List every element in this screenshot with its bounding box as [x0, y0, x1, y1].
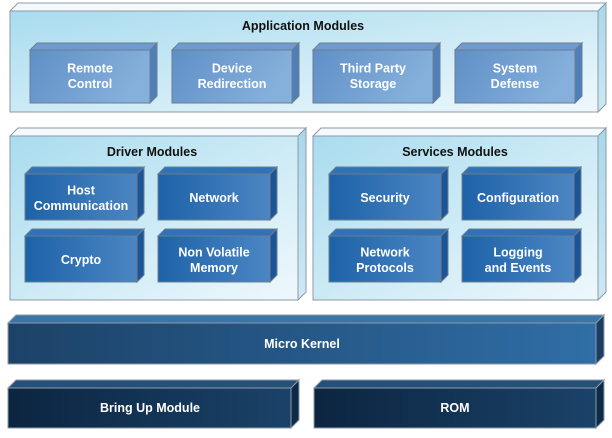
- app-module-3-top-face: [453, 42, 584, 51]
- driver-module-1-top-face: [156, 166, 279, 175]
- services-module-label: Logging: [493, 245, 542, 259]
- app-module-label: System: [493, 61, 537, 75]
- services-module-label: Protocols: [356, 261, 414, 275]
- services-modules-container-side-face: [597, 126, 607, 302]
- driver-module-0-side-face: [136, 165, 145, 222]
- services-module-label: Security: [360, 191, 409, 205]
- services-module-3-top-face: [460, 228, 583, 237]
- application-modules-container-side-face: [597, 1, 607, 114]
- driver-module-1-side-face: [269, 165, 278, 222]
- driver-module-label: Host: [67, 183, 96, 197]
- application-modules-title: Application Modules: [242, 19, 364, 33]
- driver-module-label: Non Volatile: [178, 245, 249, 259]
- bring-up-module-label: Bring Up Module: [100, 401, 200, 415]
- app-module-label: Control: [68, 77, 112, 91]
- driver-module-3-side-face: [269, 227, 278, 284]
- app-module-2-front-face: [312, 49, 434, 104]
- driver-modules-container-side-face: [297, 126, 307, 302]
- app-module-label: Redirection: [198, 77, 267, 91]
- services-module-0-front-face: [328, 173, 442, 221]
- micro-kernel-layer-top-face: [6, 314, 606, 324]
- services-module-label: Configuration: [477, 191, 559, 205]
- app-module-label: Defense: [491, 77, 540, 91]
- driver-modules-title: Driver Modules: [107, 145, 197, 159]
- services-modules-title: Services Modules: [402, 145, 508, 159]
- services-module-2-front-face: [328, 235, 442, 283]
- driver-modules-container-top-face: [8, 127, 308, 137]
- driver-module-0-top-face: [23, 166, 146, 175]
- driver-module-label: Network: [189, 191, 238, 205]
- services-module-0-top-face: [327, 166, 450, 175]
- driver-module-3-front-face: [157, 235, 271, 283]
- services-module-1-side-face: [573, 165, 582, 222]
- app-module-3-front-face: [454, 49, 576, 104]
- driver-module-label: Crypto: [61, 253, 102, 267]
- app-module-0-top-face: [28, 42, 159, 51]
- rom-layer-top-face: [312, 379, 606, 389]
- micro-kernel-label: Micro Kernel: [264, 337, 340, 351]
- driver-module-2-top-face: [23, 228, 146, 237]
- app-module-1-front-face: [171, 49, 293, 104]
- services-module-1-front-face: [461, 173, 575, 221]
- services-module-1-top-face: [460, 166, 583, 175]
- rom-label: ROM: [440, 401, 469, 415]
- driver-module-3-top-face: [156, 228, 279, 237]
- driver-module-0-front-face: [24, 173, 138, 221]
- services-module-3-front-face: [461, 235, 575, 283]
- app-module-label: Device: [212, 61, 252, 75]
- bring-up-module-layer-top-face: [6, 379, 301, 389]
- bring-up-module-layer-side-face: [290, 378, 300, 430]
- app-module-2-top-face: [311, 42, 442, 51]
- driver-module-label: Memory: [190, 261, 238, 275]
- app-module-0-side-face: [149, 41, 158, 105]
- application-modules-container-top-face: [8, 2, 608, 12]
- app-module-label: Remote: [67, 61, 113, 75]
- services-module-label: and Events: [485, 261, 552, 275]
- bring-up-module-layer-front-face: [7, 387, 292, 429]
- app-module-1-top-face: [170, 42, 301, 51]
- driver-module-2-front-face: [24, 235, 138, 283]
- services-module-3-side-face: [573, 227, 582, 284]
- services-module-2-top-face: [327, 228, 450, 237]
- driver-module-2-side-face: [136, 227, 145, 284]
- app-module-label: Storage: [350, 77, 397, 91]
- app-module-label: Third Party: [340, 61, 406, 75]
- app-module-1-side-face: [291, 41, 300, 105]
- micro-kernel-layer-front-face: [7, 322, 597, 365]
- micro-kernel-layer-side-face: [595, 313, 605, 366]
- services-module-0-side-face: [440, 165, 449, 222]
- app-module-2-side-face: [432, 41, 441, 105]
- rom-layer-front-face: [313, 387, 597, 429]
- services-modules-container-top-face: [311, 127, 608, 137]
- services-module-label: Network: [360, 245, 409, 259]
- app-module-3-side-face: [574, 41, 583, 105]
- services-module-2-side-face: [440, 227, 449, 284]
- app-module-0-front-face: [29, 49, 151, 104]
- rom-layer-side-face: [595, 378, 605, 430]
- driver-module-label: Communication: [34, 199, 128, 213]
- driver-module-1-front-face: [157, 173, 271, 221]
